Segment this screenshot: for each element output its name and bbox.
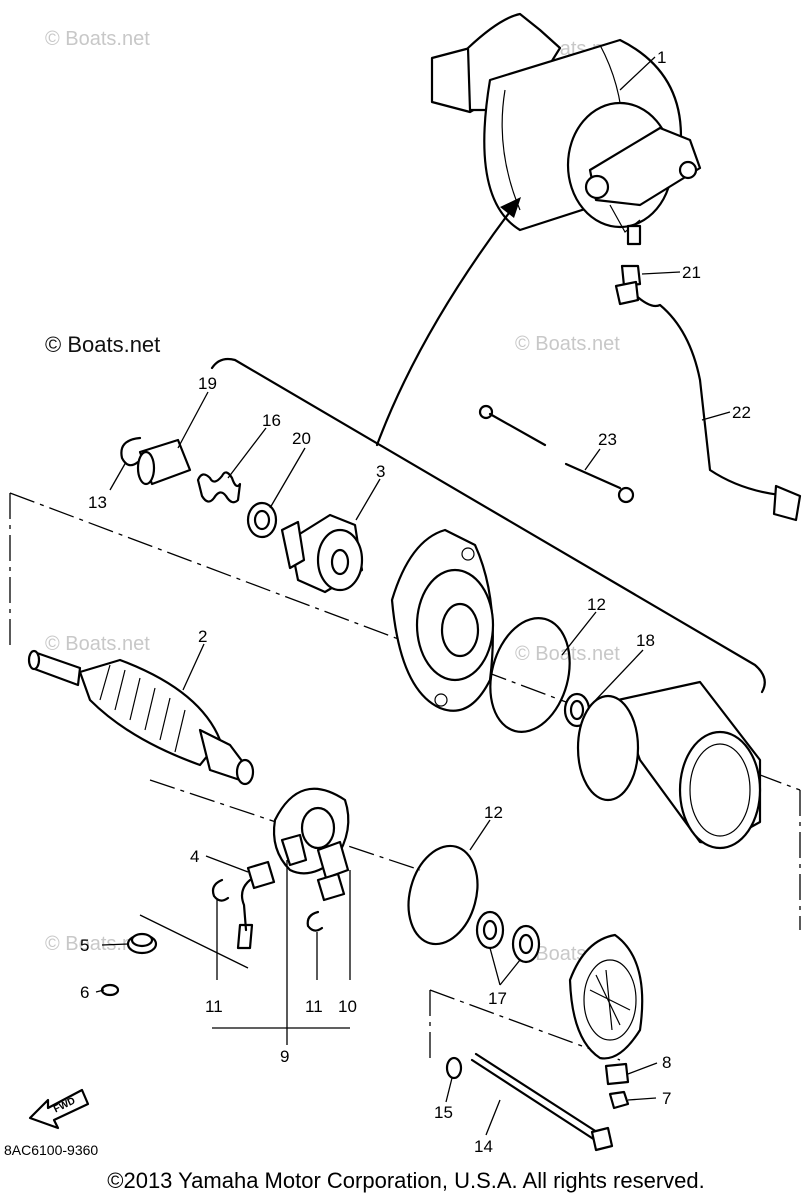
part-pinion-clutch-3 [280, 513, 364, 594]
callout-1: 1 [657, 48, 666, 67]
watermark-faint: © Boats.net [45, 933, 150, 955]
callout-21: 21 [682, 263, 701, 282]
leader-lines [95, 56, 731, 1136]
part-circlip-13 [120, 436, 142, 467]
part-grommet-5 [126, 932, 158, 955]
part-clip-11 [211, 878, 230, 902]
watermark-faint: © Boats.net [515, 333, 620, 355]
callout-10: 10 [338, 997, 357, 1016]
part-yoke [576, 680, 762, 850]
watermark-faint: © Boats.net [45, 28, 150, 50]
assembly-arrow [375, 197, 521, 447]
part-armature-2 [27, 649, 255, 786]
part-brush-10 [316, 872, 346, 902]
callout-2: 2 [198, 627, 207, 646]
callout-13: 13 [88, 493, 107, 512]
callout-18: 18 [636, 631, 655, 650]
part-through-bolt-14 [470, 1052, 614, 1152]
part-rear-cover [568, 933, 644, 1060]
group-bracket [210, 357, 766, 694]
part-starter-motor-assembly [430, 12, 702, 246]
part-brush-holder-plate [272, 787, 350, 880]
fwd-arrow-icon: FWD [28, 1088, 90, 1130]
part-wire-23 [478, 404, 635, 504]
callout-4: 4 [190, 847, 199, 866]
callout-14: 14 [474, 1137, 493, 1156]
part-clip-11 [306, 910, 324, 932]
diagram-code: 8AC6100-9360 [4, 1142, 98, 1158]
callout-23: 23 [598, 430, 617, 449]
part-spring-16 [196, 471, 242, 504]
part-washer-6 [100, 983, 120, 997]
part-o-ring-12 [489, 617, 571, 733]
part-washer-20 [246, 501, 278, 539]
part-front-bracket [390, 528, 495, 712]
callout-12: 12 [587, 595, 606, 614]
watermark-faint: © Boats.net [45, 633, 150, 655]
callout-16: 16 [262, 411, 281, 430]
part-nut-7 [608, 1090, 630, 1110]
callout-9: 9 [280, 1047, 289, 1066]
callout-11: 11 [305, 997, 323, 1016]
part-lead-wire-22 [614, 280, 802, 522]
callout-8: 8 [662, 1053, 671, 1072]
part-collar-19 [136, 438, 192, 486]
part-o-ring-12 [407, 844, 479, 946]
part-brush-4 [236, 860, 276, 950]
callout-17: 17 [488, 989, 507, 1008]
callout-3: 3 [376, 462, 385, 481]
callout-19: 19 [198, 374, 217, 393]
callout-5: 5 [80, 936, 89, 955]
watermark-main: © Boats.net [45, 332, 160, 357]
watermark-faint: © Boats.net [515, 643, 620, 665]
callout-22: 22 [732, 403, 751, 422]
callout-11: 11 [205, 997, 223, 1016]
callout-15: 15 [434, 1103, 453, 1122]
diagram-canvas: © Boats.net © Boats.net © Boats.net © Bo… [4, 12, 802, 1158]
part-washer-17 [475, 910, 541, 964]
callout-12: 12 [484, 803, 503, 822]
callout-7: 7 [662, 1089, 671, 1108]
callout-6: 6 [80, 983, 89, 1002]
part-grommet-8 [604, 1062, 630, 1086]
copyright-notice: ©2013 Yamaha Motor Corporation, U.S.A. A… [107, 1168, 705, 1193]
callout-20: 20 [292, 429, 311, 448]
part-o-ring-15 [445, 1056, 463, 1080]
